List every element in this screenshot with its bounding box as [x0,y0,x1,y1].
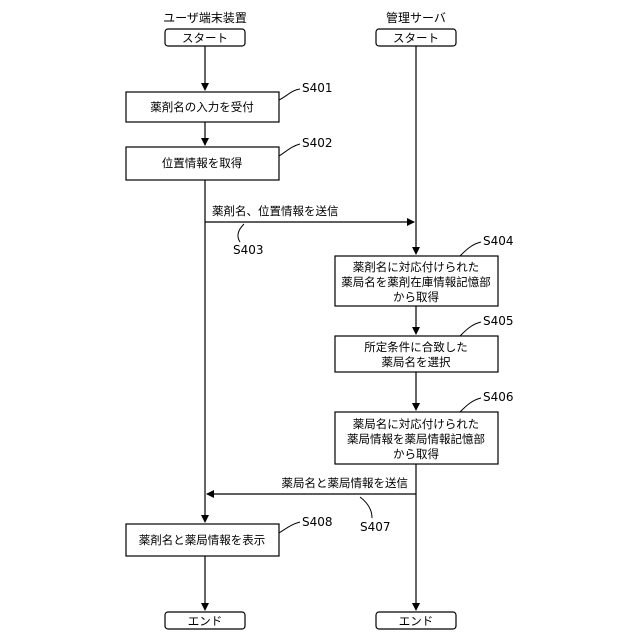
step-label-s407: S407 [360,520,391,534]
leader-s402 [279,144,300,156]
step-box-s404: 薬剤名に対応付けられた 薬局名を薬剤在庫情報記憶部 から取得 [335,256,498,306]
step-label-s405: S405 [483,314,514,328]
svg-text:薬剤名と薬局情報を表示: 薬剤名と薬局情報を表示 [139,533,266,547]
leader-s407 [360,497,372,518]
terminal-user-start: スタート [165,29,245,46]
terminal-server-start: スタート [376,29,456,46]
svg-text:薬局名を選択: 薬局名を選択 [382,355,451,369]
svg-text:から取得: から取得 [393,447,439,461]
svg-text:薬剤名に対応付けられた: 薬剤名に対応付けられた [353,260,480,274]
leader-s408 [279,522,300,533]
step-label-s402: S402 [302,136,333,150]
leader-s404 [460,242,481,256]
terminal-user-end: エンド [165,612,245,629]
message-text-s403: 薬剤名、位置情報を送信 [212,204,339,218]
lane-title-server: 管理サーバ [386,10,446,25]
svg-text:位置情報を取得: 位置情報を取得 [162,156,243,170]
leader-s403 [238,224,244,242]
svg-text:薬局名を薬剤在庫情報記憶部: 薬局名を薬剤在庫情報記憶部 [341,275,491,289]
svg-text:から取得: から取得 [393,290,439,304]
svg-text:所定条件に合致した: 所定条件に合致した [364,340,468,354]
svg-text:エンド: エンド [188,614,223,628]
step-label-s401: S401 [302,81,333,95]
step-box-s402: 位置情報を取得 [126,147,279,180]
step-box-s408: 薬剤名と薬局情報を表示 [126,524,279,556]
leader-s406 [460,398,481,412]
leader-s401 [279,89,300,100]
step-label-s408: S408 [302,515,333,529]
step-box-s401: 薬剤名の入力を受付 [126,92,279,122]
svg-text:薬局名に対応付けられた: 薬局名に対応付けられた [353,417,480,431]
step-box-s406: 薬局名に対応付けられた 薬局情報を薬局情報記憶部 から取得 [335,412,498,464]
svg-text:スタート: スタート [182,31,228,45]
step-label-s406: S406 [483,390,514,404]
svg-text:エンド: エンド [399,614,434,628]
svg-text:スタート: スタート [393,31,439,45]
lane-title-user: ユーザ端末装置 [163,11,247,25]
step-box-s405: 所定条件に合致した 薬局名を選択 [335,336,498,372]
step-label-s403: S403 [233,243,264,257]
svg-text:薬剤名の入力を受付: 薬剤名の入力を受付 [150,100,254,114]
message-text-s407: 薬局名と薬局情報を送信 [282,476,409,490]
terminal-server-end: エンド [376,612,456,629]
step-label-s404: S404 [483,234,514,248]
leader-s405 [460,322,481,336]
svg-text:薬局情報を薬局情報記憶部: 薬局情報を薬局情報記憶部 [347,432,485,446]
